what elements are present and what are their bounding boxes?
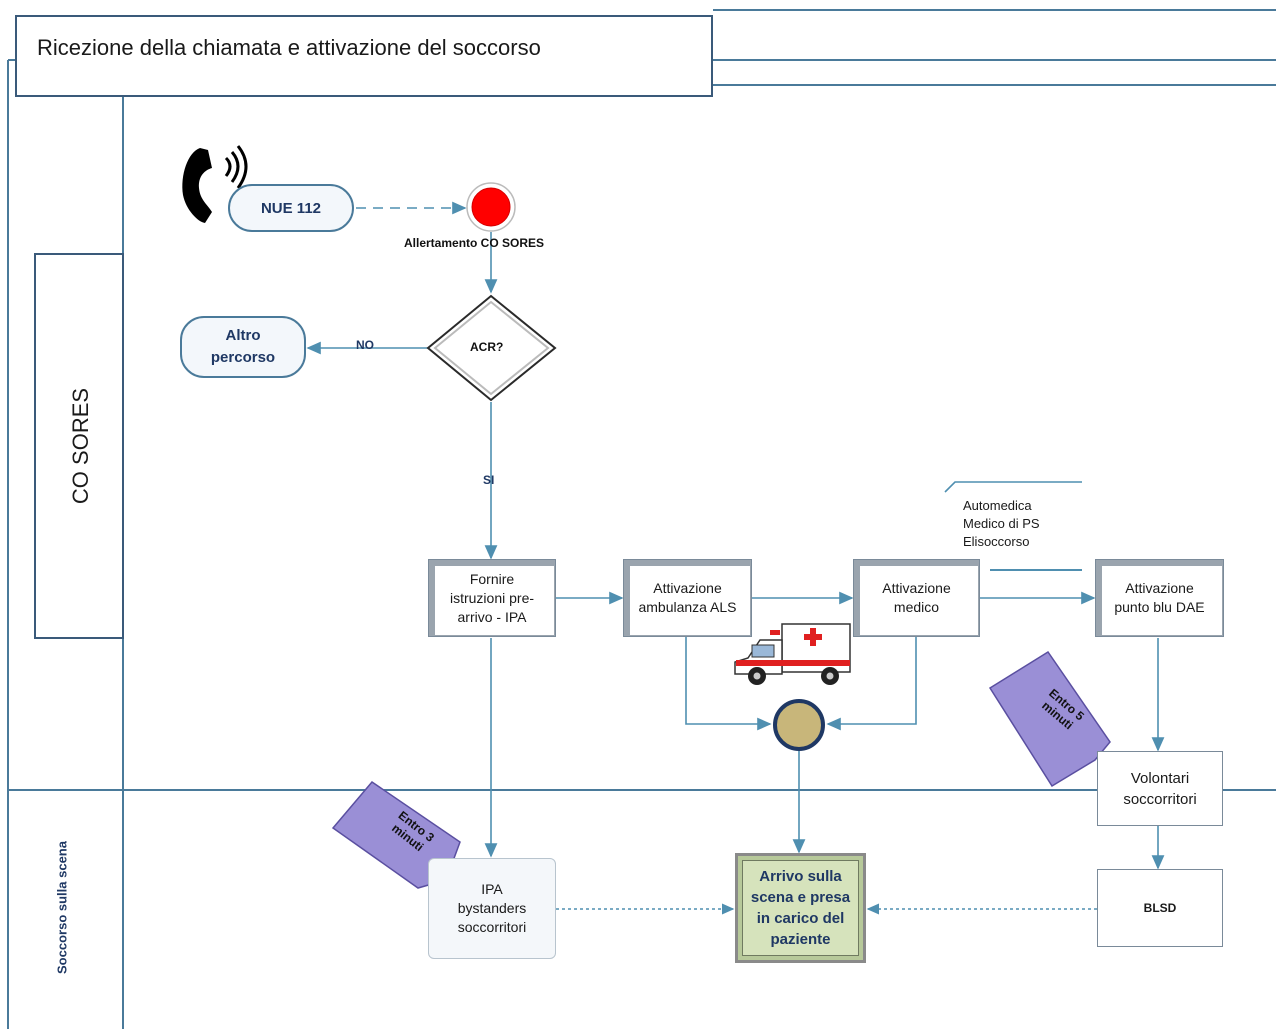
arrivo-line3: in carico del <box>756 910 845 927</box>
lane-co-sores: CO SORES <box>34 253 124 639</box>
volontari-line1: Volontari <box>1130 769 1190 787</box>
ambulance-icon <box>734 623 851 685</box>
phone-icon <box>182 145 248 223</box>
medico-line2: medico <box>893 599 940 615</box>
start-event-fill <box>471 187 511 227</box>
fornire-line3: arrivo - IPA <box>457 608 527 625</box>
fornire-istruzioni-task: Fornire istruzioni pre- arrivo - IPA <box>428 559 556 637</box>
dae-line2: punto blu DAE <box>1114 599 1205 615</box>
ambulanza-line1: Attivazione <box>653 580 722 596</box>
arrivo-line2: scena e presa <box>750 889 851 906</box>
ipa-line2: bystanders <box>457 900 527 916</box>
altro-percorso-node: Altro percorso <box>180 316 306 378</box>
blsd-label: BLSD <box>1143 900 1177 915</box>
merge-gateway <box>773 699 825 751</box>
ipa-bystanders-task: IPA bystanders soccorritori <box>428 858 556 959</box>
acr-gateway <box>426 294 557 402</box>
edge-label-no: NO <box>356 338 374 352</box>
ambulanza-line2: ambulanza ALS <box>638 599 737 615</box>
attivazione-medico-task: Attivazione medico <box>853 559 980 637</box>
lane-co-sores-label: CO SORES <box>68 387 93 505</box>
ipa-line3: soccorritori <box>457 919 527 935</box>
edge-label-si: SI <box>483 473 495 487</box>
acr-label: ACR? <box>470 340 504 354</box>
volontari-line2: soccorritori <box>1123 790 1197 808</box>
nue-112-node: NUE 112 <box>228 184 354 232</box>
attivazione-dae-task: Attivazione punto blu DAE <box>1095 559 1224 637</box>
ipa-line1: IPA <box>481 881 503 897</box>
blsd-task: BLSD <box>1097 869 1223 947</box>
lane-scena-label: Soccorso sulla scena <box>54 841 70 974</box>
medico-line1: Attivazione <box>882 580 951 596</box>
fornire-line1: Fornire <box>469 570 515 587</box>
altro-line2: percorso <box>210 349 276 366</box>
volontari-soccorritori-task: Volontari soccorritori <box>1097 751 1223 826</box>
annotation-line1: Automedica <box>963 498 1032 513</box>
altro-line1: Altro <box>225 327 261 344</box>
arrivo-line4: paziente <box>770 931 831 948</box>
page-title: Ricezione della chiamata e attivazione d… <box>15 15 713 97</box>
attivazione-ambulanza-task: Attivazione ambulanza ALS <box>623 559 752 637</box>
annotation-line3: Elisoccorso <box>963 534 1030 549</box>
fornire-line2: istruzioni pre- <box>449 589 535 606</box>
dae-line1: Attivazione <box>1125 580 1194 596</box>
nue-112-label: NUE 112 <box>260 199 322 217</box>
annotation-line2: Medico di PS <box>963 516 1040 531</box>
arrivo-scena-task: Arrivo sulla scena e presa in carico del… <box>735 853 866 963</box>
annotation-text: Automedica Medico di PS Elisoccorso <box>963 497 1083 551</box>
arrivo-line1: Arrivo sulla <box>759 868 842 885</box>
allertamento-label: Allertamento CO SORES <box>404 236 545 250</box>
